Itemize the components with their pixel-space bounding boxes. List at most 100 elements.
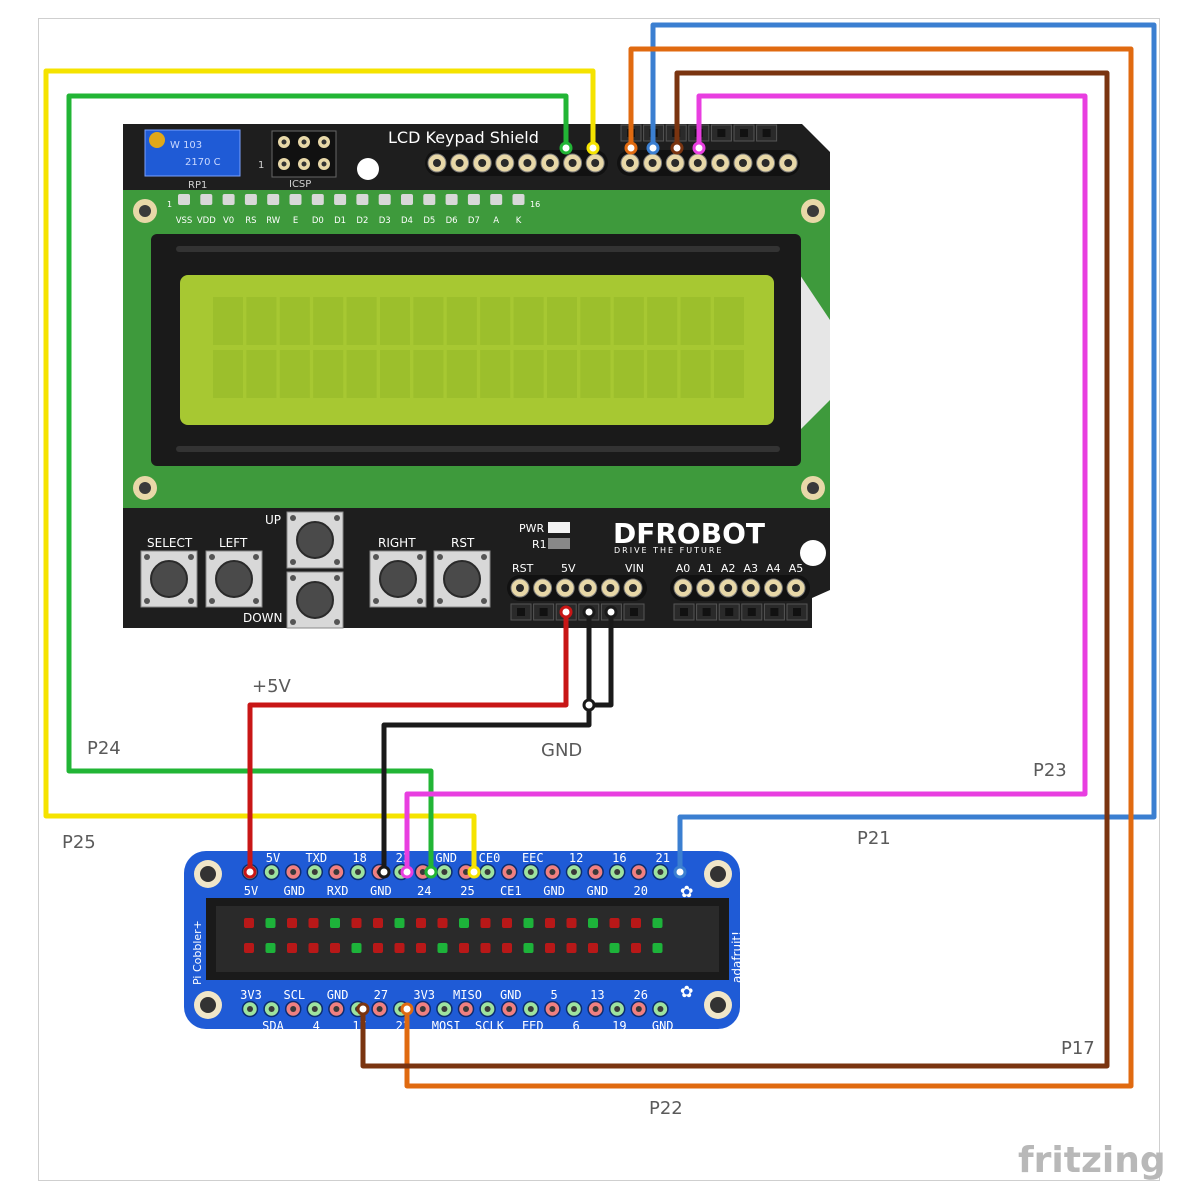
ribbon-pin: [609, 943, 620, 953]
lcd-cell: [413, 297, 444, 345]
cobbler-pin[interactable]: [241, 1000, 259, 1018]
cobbler-pin[interactable]: [263, 863, 280, 881]
cobbler-pin[interactable]: [349, 863, 367, 881]
cobbler-pin[interactable]: [306, 863, 324, 881]
digital-pin[interactable]: [620, 153, 640, 173]
wire-end: [604, 605, 618, 619]
wire-gnd[interactable]: [381, 609, 592, 875]
cobbler-pin[interactable]: [328, 1000, 345, 1018]
down-button[interactable]: [286, 571, 344, 629]
down-label: DOWN: [243, 611, 283, 625]
power-pin[interactable]: [555, 578, 575, 598]
power-socket[interactable]: [510, 603, 532, 621]
cobbler-pin[interactable]: [436, 1000, 453, 1018]
cobbler-pin[interactable]: [565, 1000, 583, 1018]
digital-pin[interactable]: [540, 153, 560, 173]
cobbler-pin[interactable]: [263, 1000, 280, 1018]
power-pin[interactable]: [578, 578, 598, 598]
right-button[interactable]: [369, 550, 427, 608]
digital-pin[interactable]: [517, 153, 537, 173]
digital-pin[interactable]: [688, 153, 708, 173]
select-button[interactable]: [140, 550, 198, 608]
cobbler-pin[interactable]: [565, 863, 583, 881]
wire-p17[interactable]: [360, 70, 1110, 1069]
cobbler-pin[interactable]: [608, 1000, 626, 1018]
analog-socket[interactable]: [763, 603, 785, 621]
spare-socket[interactable]: [710, 124, 732, 142]
cobbler-pin[interactable]: [284, 863, 302, 881]
wire-p24[interactable]: [66, 93, 569, 875]
icsp-label: ICSP: [289, 179, 311, 190]
power-socket[interactable]: [533, 603, 555, 621]
wire-p23[interactable]: [404, 93, 1088, 875]
analog-socket[interactable]: [786, 603, 808, 621]
cobbler-pin[interactable]: [500, 863, 518, 881]
digital-pin[interactable]: [665, 153, 685, 173]
power-pin[interactable]: [623, 578, 643, 598]
analog-socket[interactable]: [696, 603, 718, 621]
cobbler-pin[interactable]: [652, 1000, 669, 1018]
cobbler-pin[interactable]: [522, 863, 540, 881]
cobbler-pin[interactable]: [500, 1000, 518, 1018]
up-button[interactable]: [286, 511, 344, 569]
cobbler-pin[interactable]: [587, 1000, 604, 1018]
lcd-pin-label: D6: [446, 216, 458, 226]
analog-pin[interactable]: [673, 578, 693, 598]
cobbler-pin[interactable]: [522, 1000, 540, 1018]
digital-pin[interactable]: [756, 153, 776, 173]
cobbler-pin[interactable]: [436, 863, 453, 881]
analog-pin[interactable]: [763, 578, 783, 598]
analog-socket[interactable]: [741, 603, 763, 621]
cobbler-pin[interactable]: [479, 863, 496, 881]
cobbler-pin[interactable]: [652, 863, 669, 881]
cobbler-pin[interactable]: [457, 1000, 475, 1018]
wire-end: [400, 865, 414, 879]
cobbler-pin[interactable]: [630, 863, 648, 881]
digital-pin[interactable]: [563, 153, 583, 173]
cobbler-pin[interactable]: [306, 1000, 324, 1018]
digital-pin[interactable]: [495, 153, 515, 173]
wire-p25[interactable]: [43, 68, 596, 875]
digital-pin[interactable]: [427, 153, 447, 173]
cobbler-pin[interactable]: [544, 863, 561, 881]
wire-p22[interactable]: [404, 46, 1134, 1089]
ribbon-pin: [330, 918, 340, 928]
cobbler-pin[interactable]: [414, 1000, 432, 1018]
digital-pin[interactable]: [472, 153, 492, 173]
rst-button[interactable]: [433, 550, 491, 608]
spare-socket[interactable]: [756, 124, 778, 142]
digital-pin[interactable]: [778, 153, 798, 173]
wire-gnd-2[interactable]: [586, 609, 614, 708]
analog-pin[interactable]: [696, 578, 716, 598]
analog-pin[interactable]: [786, 578, 806, 598]
left-button[interactable]: [205, 550, 263, 608]
spare-socket[interactable]: [733, 124, 755, 142]
digital-pin[interactable]: [643, 153, 663, 173]
analog-socket[interactable]: [718, 603, 740, 621]
digital-pin[interactable]: [733, 153, 753, 173]
power-pin[interactable]: [510, 578, 530, 598]
digital-pin[interactable]: [450, 153, 470, 173]
digital-pin[interactable]: [710, 153, 730, 173]
cobbler-pin[interactable]: [587, 863, 604, 881]
lcd-cell: [547, 297, 577, 345]
power-socket[interactable]: [623, 603, 645, 621]
analog-pin[interactable]: [741, 578, 761, 598]
cobbler-pin[interactable]: [630, 1000, 648, 1018]
cobbler-pin[interactable]: [544, 1000, 561, 1018]
cobbler-pin[interactable]: [479, 1000, 496, 1018]
potentiometer-knob-icon[interactable]: [149, 132, 165, 148]
wire-5v[interactable]: [247, 609, 569, 875]
cobbler-pin[interactable]: [284, 1000, 302, 1018]
digital-pin[interactable]: [585, 153, 605, 173]
cobbler-pin[interactable]: [371, 1000, 388, 1018]
lcd-pin-label: A: [493, 216, 499, 226]
wire-p21[interactable]: [650, 22, 1157, 875]
cobbler-pin[interactable]: [608, 863, 626, 881]
analog-socket[interactable]: [673, 603, 695, 621]
analog-pin[interactable]: [718, 578, 738, 598]
cobbler-pin[interactable]: [328, 863, 345, 881]
power-pin[interactable]: [533, 578, 553, 598]
power-pin[interactable]: [600, 578, 620, 598]
lcd-character-grid: [213, 297, 744, 398]
